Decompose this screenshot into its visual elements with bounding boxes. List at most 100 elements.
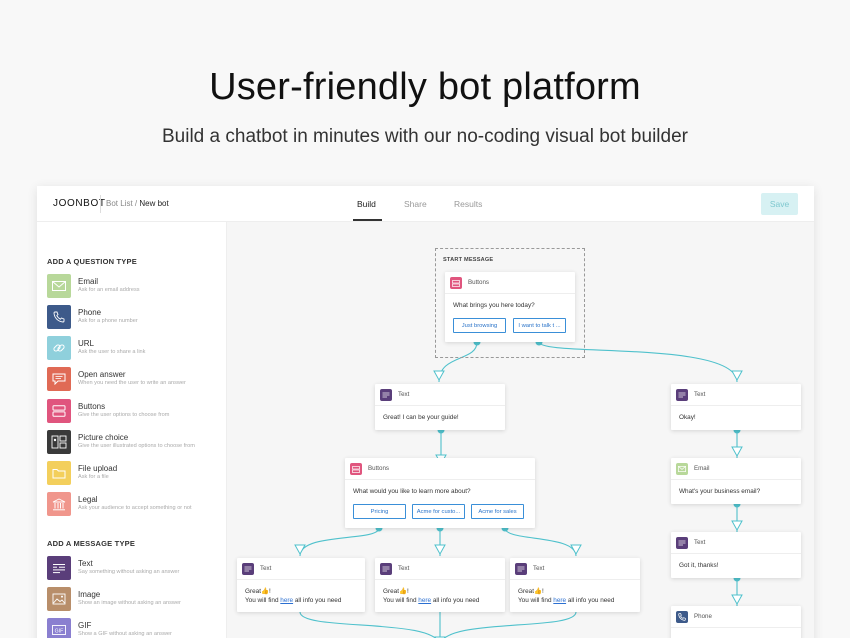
sidebar-item-label: Email [78, 277, 99, 286]
envelope-icon [47, 274, 71, 298]
node-text-line: You will find here all info you need [245, 596, 357, 605]
node-text-line: Great👍! [245, 588, 271, 595]
sidebar-item-desc: Ask for a phone number [78, 318, 138, 324]
node-type-label: Buttons [468, 279, 489, 286]
arrow-head [731, 446, 743, 458]
node-header: Text [375, 558, 505, 580]
info-link[interactable]: here [553, 597, 567, 605]
phone-question-node[interactable]: Phone [671, 606, 801, 638]
arrow-head [570, 544, 582, 556]
start-message-group[interactable]: START MESSAGE [435, 248, 585, 358]
sidebar-item-label: Picture choice [78, 433, 129, 442]
option-button-acme-sales[interactable]: Acme for sales [471, 504, 524, 519]
sidebar-item-desc: Give the user options to choose from [78, 412, 170, 418]
buttons-icon [350, 463, 362, 475]
node-text-post: all info you need [293, 597, 342, 605]
node-type-label: Text [533, 565, 545, 572]
learn-more-buttons-node[interactable]: Buttons What would you like to learn mor… [345, 458, 535, 528]
sidebar-item-text[interactable]: Text Say something without asking an ans… [47, 556, 225, 580]
sidebar-item-label: File upload [78, 464, 118, 473]
sidebar-item-file-upload[interactable]: File upload Ask for a file [47, 461, 225, 485]
option-button-pricing[interactable]: Pricing [353, 504, 406, 519]
text-thanks-node[interactable]: Text Got it, thanks! [671, 532, 801, 578]
gif-icon: GIF [47, 618, 71, 638]
text-info-node-2[interactable]: Text Great👍! You will find here all info… [375, 558, 505, 612]
info-link[interactable]: here [418, 597, 432, 605]
tab-build[interactable]: Build [357, 199, 376, 209]
text-lines-icon [515, 563, 527, 575]
sidebar-item-open-answer[interactable]: Open answer When you need the user to wr… [47, 367, 225, 391]
tab-share[interactable]: Share [404, 199, 427, 209]
sidebar-item-picture-choice[interactable]: Picture choice Give the user illustrated… [47, 430, 225, 454]
node-button-row: Pricing Acme for custo... Acme for sales [353, 504, 524, 519]
bot-builder-window: JOONBOT Bot List / New bot Build Share R… [37, 186, 814, 638]
node-type-label: Email [694, 465, 710, 472]
sidebar-item-gif[interactable]: GIF GIF Show a GIF without asking an ans… [47, 618, 225, 638]
active-tab-indicator [353, 219, 382, 221]
text-lines-icon [676, 389, 688, 401]
sidebar-item-legal[interactable]: Legal Ask your audience to accept someth… [47, 492, 225, 516]
sidebar-item-label: GIF [78, 621, 92, 630]
node-header: Email [671, 458, 801, 480]
start-buttons-node[interactable]: Buttons What brings you here today? Just… [445, 272, 575, 342]
node-text: Okay! [679, 414, 696, 421]
text-info-node-3[interactable]: Text Great👍! You will find here all info… [510, 558, 640, 612]
text-guide-node[interactable]: Text Great! I can be your guide! [375, 384, 505, 430]
node-text: Great! I can be your guide! [383, 414, 459, 421]
start-message-label: START MESSAGE [443, 257, 494, 263]
node-text-pre: You will find [383, 597, 419, 605]
node-text: Got it, thanks! [679, 562, 719, 569]
breadcrumb-bot-list[interactable]: Bot List [106, 199, 133, 208]
node-header: Buttons [345, 458, 535, 480]
save-button[interactable]: Save [761, 193, 798, 215]
info-link[interactable]: here [280, 597, 294, 605]
sidebar-item-image[interactable]: Image Show an image without asking an an… [47, 587, 225, 611]
node-type-label: Text [398, 565, 410, 572]
node-text-line: You will find here all info you need [383, 596, 497, 605]
sidebar-item-buttons[interactable]: Buttons Give the user options to choose … [47, 399, 225, 423]
sidebar-item-label: URL [78, 339, 95, 348]
text-info-node-1[interactable]: Text Great👍! You will find here all info… [237, 558, 365, 612]
sidebar-item-phone[interactable]: Phone Ask for a phone number [47, 305, 225, 329]
sidebar-item-desc: When you need the user to write an answe… [78, 380, 186, 386]
picture-choice-icon [47, 430, 71, 454]
arrow-head [294, 544, 306, 556]
joonbot-logo[interactable]: JOONBOT [53, 198, 106, 209]
option-button-talk[interactable]: I want to talk t ... [513, 318, 566, 333]
node-type-label: Buttons [368, 465, 389, 472]
sidebar-item-desc: Ask for an email address [78, 287, 140, 293]
option-button-acme-customers[interactable]: Acme for custo... [412, 504, 465, 519]
arrow-head [434, 544, 446, 556]
tab-results[interactable]: Results [454, 199, 483, 209]
node-text: Great👍! You will find here all info you … [510, 580, 640, 613]
email-question-node[interactable]: Email What's your business email? [671, 458, 801, 504]
sidebar-item-desc: Ask for a file [78, 474, 109, 480]
logo-divider [100, 195, 101, 213]
connector-line [538, 341, 738, 383]
flow-canvas[interactable]: START MESSAGE Buttons What brings you he… [227, 222, 814, 638]
node-text: Great👍! You will find here all info you … [375, 580, 505, 613]
breadcrumb-current: New bot [139, 199, 169, 208]
text-okay-node[interactable]: Text Okay! [671, 384, 801, 430]
connector-line [299, 611, 436, 638]
flow-connectors [294, 338, 743, 638]
sidebar-item-desc: Show an image without asking an answer [78, 600, 181, 606]
sidebar-item-desc: Show a GIF without asking an answer [78, 631, 172, 637]
node-text-pre: You will find [245, 597, 281, 605]
connector-line [444, 611, 577, 638]
question-type-heading: ADD A QUESTION TYPE [47, 257, 137, 266]
sidebar-item-email[interactable]: Email Ask for an email address [47, 274, 225, 298]
node-text: What would you like to learn more about? [353, 488, 471, 495]
sidebar-item-url[interactable]: URL Ask the user to share a link [47, 336, 225, 360]
sidebar-item-desc: Give the user illustrated options to cho… [78, 443, 195, 449]
hero-title: User-friendly bot platform [209, 66, 641, 108]
arrow-head [731, 520, 743, 532]
text-lines-icon [380, 389, 392, 401]
node-text-line: Great👍! [518, 588, 544, 595]
text-lines-icon [676, 537, 688, 549]
option-button-just-browsing[interactable]: Just browsing [453, 318, 506, 333]
node-text-pre: You will find [518, 597, 554, 605]
phone-icon [676, 611, 688, 623]
hero-subtitle: Build a chatbot in minutes with our no-c… [162, 126, 688, 147]
text-lines-icon [242, 563, 254, 575]
